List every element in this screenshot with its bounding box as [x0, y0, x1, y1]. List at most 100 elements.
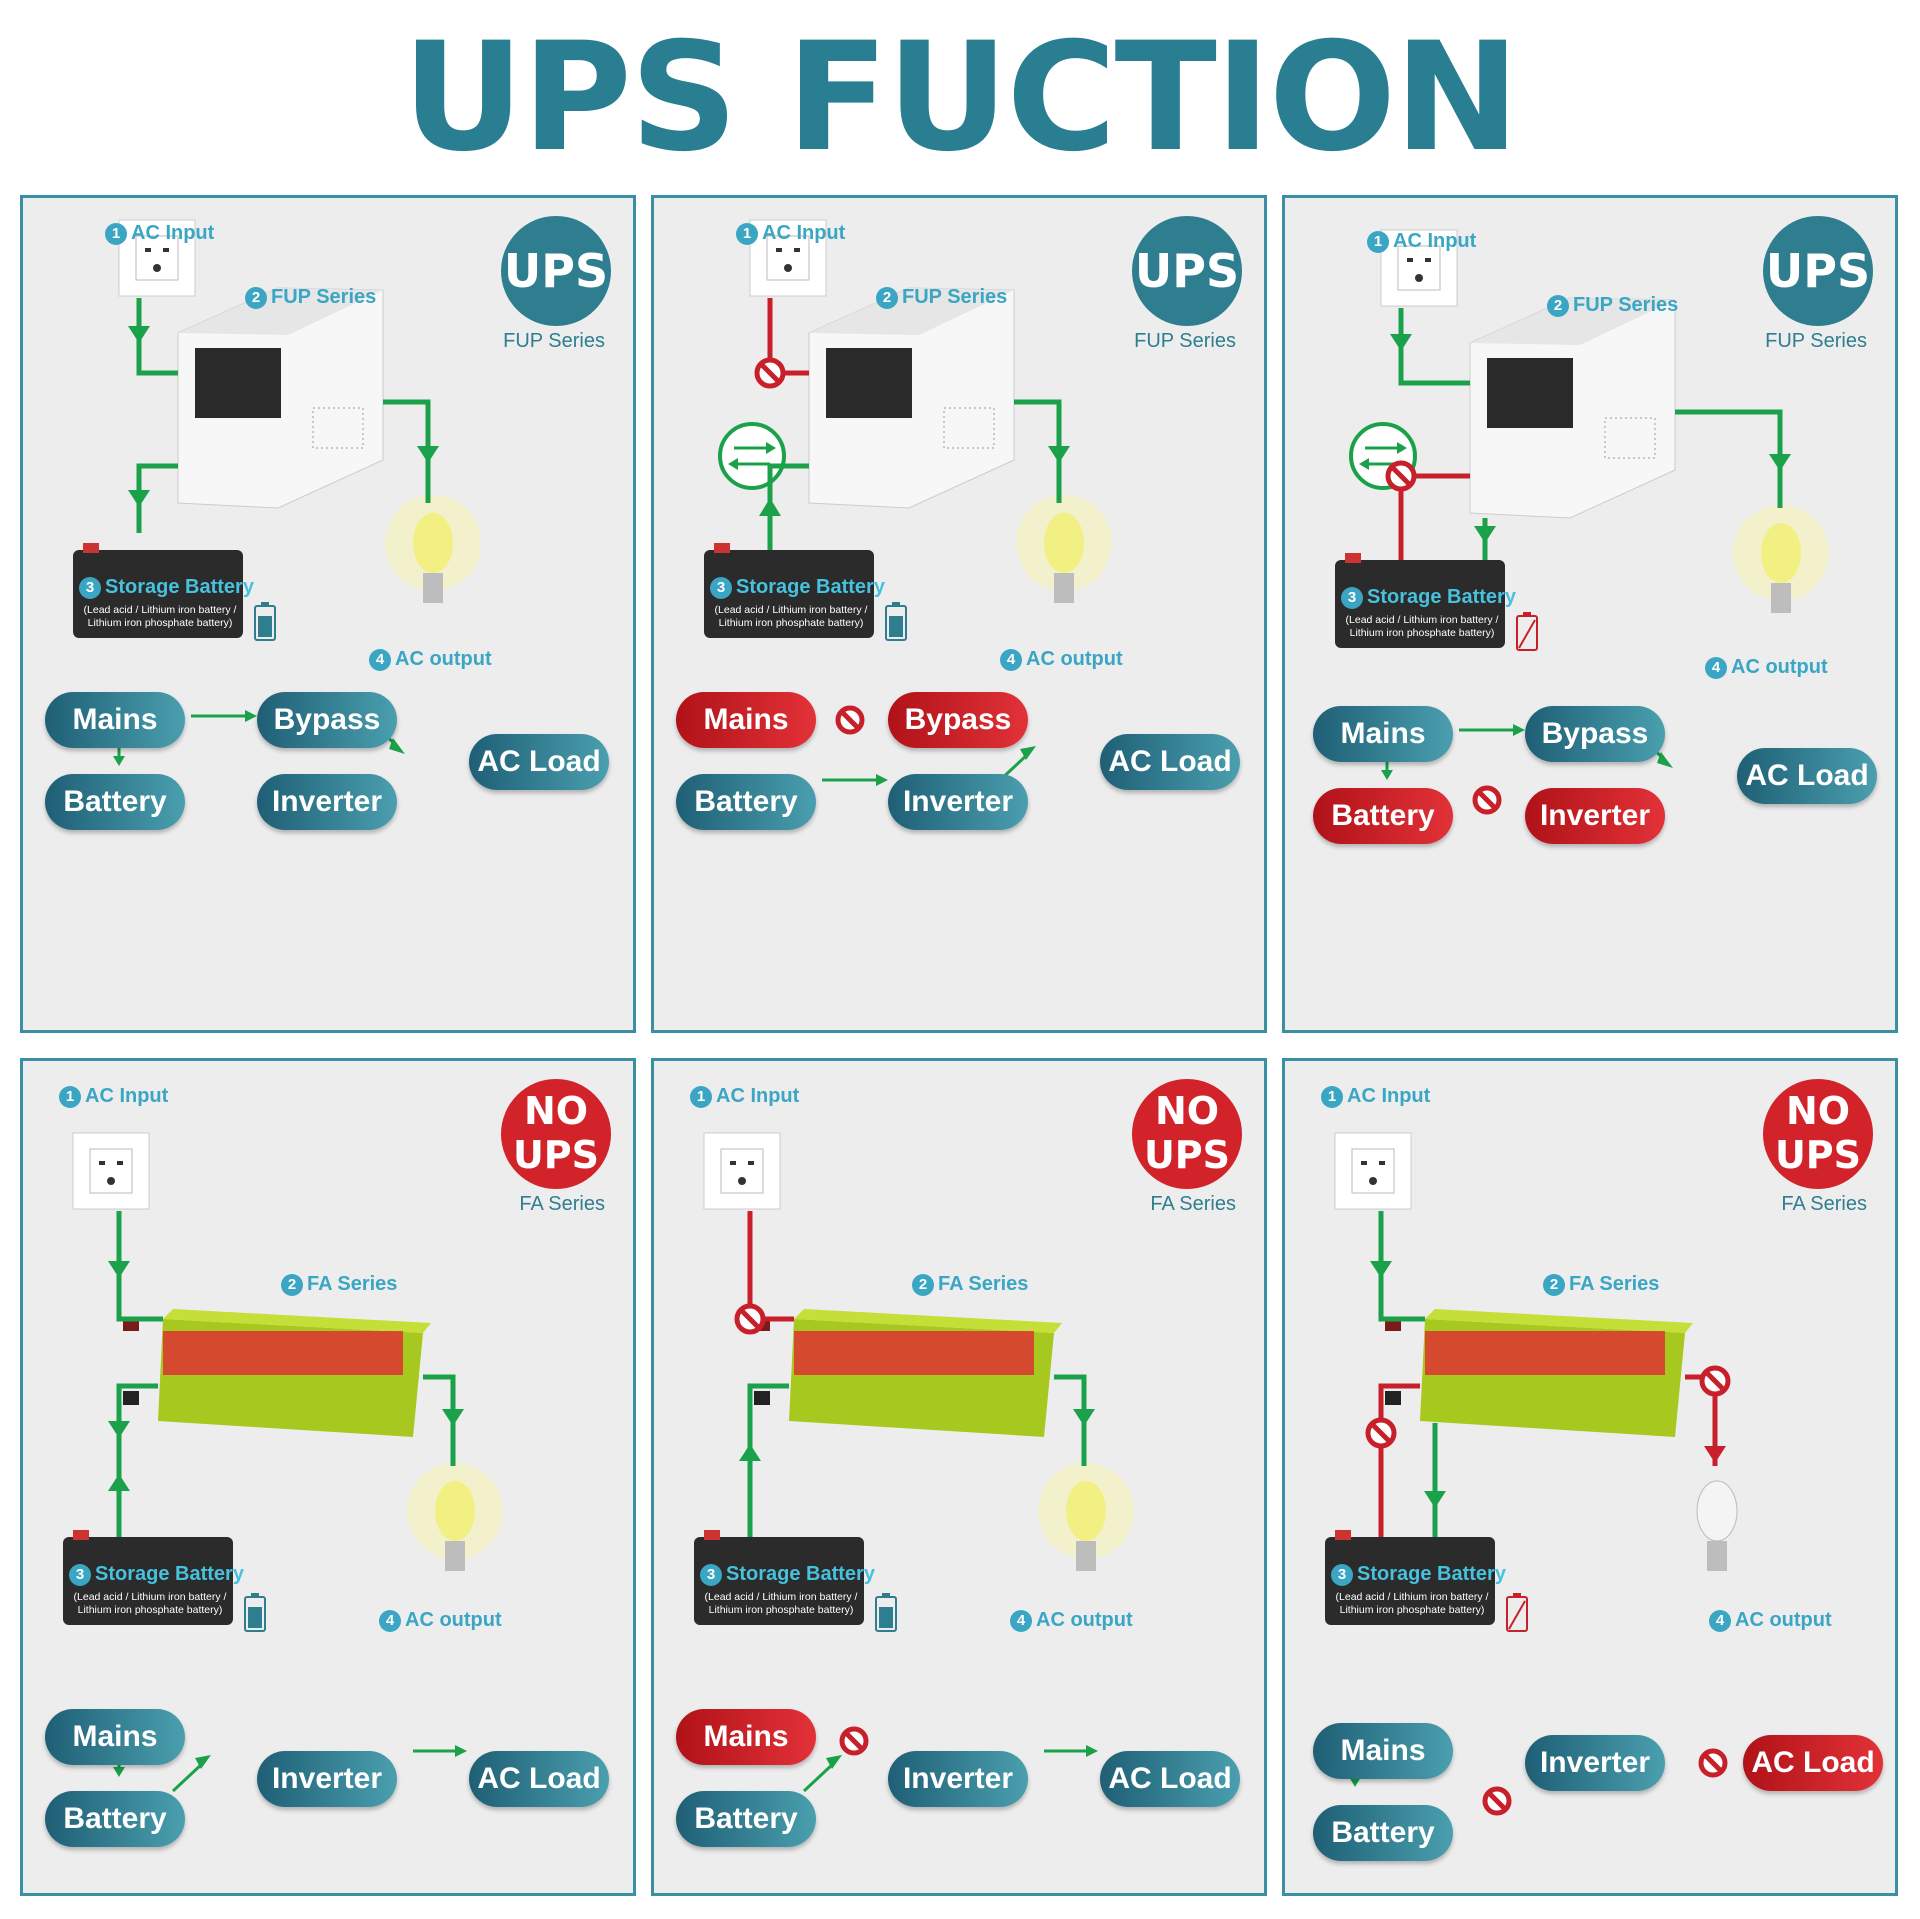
battery-full-icon [885, 602, 907, 641]
node-inverter: Inverter [888, 1751, 1028, 1807]
arrow-icon [245, 710, 257, 722]
node-bypass: Bypass [257, 692, 397, 748]
node-mains: Mains [1313, 706, 1453, 762]
node-mains: Mains [45, 692, 185, 748]
flow-diagram [1325, 1132, 1738, 1816]
blocked-icon [754, 357, 786, 389]
flow-line [1378, 1211, 1425, 1322]
badge-line: UPS [1143, 1133, 1231, 1177]
arrow-icon [108, 1261, 130, 1278]
battery-note: (Lead acid / Lithium iron battery / Lith… [73, 1591, 227, 1616]
flow-line [1014, 399, 1062, 503]
arrow-icon [1370, 1261, 1392, 1278]
node-battery: Battery [45, 1791, 185, 1847]
step-number: 2 [281, 1274, 303, 1296]
label-text: AC output [395, 648, 492, 670]
badge-line: NO [1154, 1089, 1220, 1133]
lamp-off-icon [1696, 1480, 1738, 1571]
label-text: FA Series [307, 1273, 398, 1295]
label-text: Storage Battery [726, 1563, 875, 1585]
battery-full-icon [254, 602, 276, 641]
label-text: AC output [1735, 1609, 1832, 1631]
arrow-icon [1086, 1745, 1098, 1757]
socket-icon [1334, 1132, 1412, 1210]
step-number: 3 [1331, 1564, 1353, 1586]
arrow-icon [739, 1444, 761, 1461]
arrow-icon [195, 1755, 211, 1769]
step-number: 2 [876, 287, 898, 309]
node-mains: Mains [1313, 1723, 1453, 1779]
label-text: AC Input [762, 222, 846, 244]
arrow-icon [1769, 454, 1791, 471]
arrow-icon [1474, 526, 1496, 543]
arrow-icon [1349, 1777, 1361, 1787]
label-text: FUP Series [902, 286, 1008, 308]
page-title: UPS FUCTION [402, 11, 1520, 185]
step-number: 4 [1000, 649, 1022, 671]
flow-line [116, 1211, 163, 1322]
socket-icon [72, 1132, 150, 1210]
flow-line-off [1398, 473, 1470, 560]
step-number: 4 [1010, 1610, 1032, 1632]
inverter-device-icon [754, 1309, 1062, 1437]
battery-note: (Lead acid / Lithium iron battery / Lith… [1335, 1591, 1489, 1616]
battery-device-icon [1335, 553, 1505, 648]
flow-line-off [747, 1211, 794, 1322]
arrow-icon [1073, 1409, 1095, 1426]
flow-line [136, 298, 178, 376]
step-number: 4 [1705, 657, 1727, 679]
socket-icon [118, 219, 196, 297]
flow-line [1054, 1374, 1087, 1466]
lamp-on-icon [1038, 1463, 1134, 1571]
step-number: 2 [245, 287, 267, 309]
ups-badge: UPS [501, 216, 611, 326]
arrow-icon [128, 490, 150, 507]
arrow-icon [759, 498, 781, 516]
label-text: AC Input [716, 1085, 800, 1107]
flow-diagram [694, 1132, 1134, 1793]
flow-diagram [1335, 229, 1829, 815]
ups-device-icon [1469, 297, 1676, 519]
battery-device-icon [1325, 1530, 1495, 1625]
lamp-on-icon [407, 1463, 503, 1571]
blocked-icon [1472, 785, 1502, 815]
node-mains: Mains [45, 1709, 185, 1765]
inverter-device-icon [1385, 1309, 1693, 1437]
lamp-on-icon [1016, 495, 1112, 603]
flow-line [423, 1374, 456, 1466]
label-text: AC Input [1393, 230, 1477, 252]
series-tag: FA Series [1781, 1193, 1867, 1215]
step-number: 3 [69, 1564, 91, 1586]
inverter-device-icon [123, 1309, 431, 1437]
step-number: 1 [1321, 1086, 1343, 1108]
node-ac-load: AC Load [469, 1751, 609, 1807]
step-number: 3 [1341, 587, 1363, 609]
badge-line: UPS [1774, 1133, 1862, 1177]
label-text: Storage Battery [95, 1563, 244, 1585]
step-number: 1 [736, 223, 758, 245]
ups-device-icon [808, 287, 1015, 509]
battery-note: (Lead acid / Lithium iron battery / Lith… [83, 604, 237, 629]
blocked-icon [1482, 1786, 1512, 1816]
step-number: 3 [700, 1564, 722, 1586]
label-text: AC Input [131, 222, 215, 244]
blocked-icon [1385, 460, 1417, 492]
label-text: Storage Battery [1357, 1563, 1506, 1585]
label-text: AC output [1036, 1609, 1133, 1631]
